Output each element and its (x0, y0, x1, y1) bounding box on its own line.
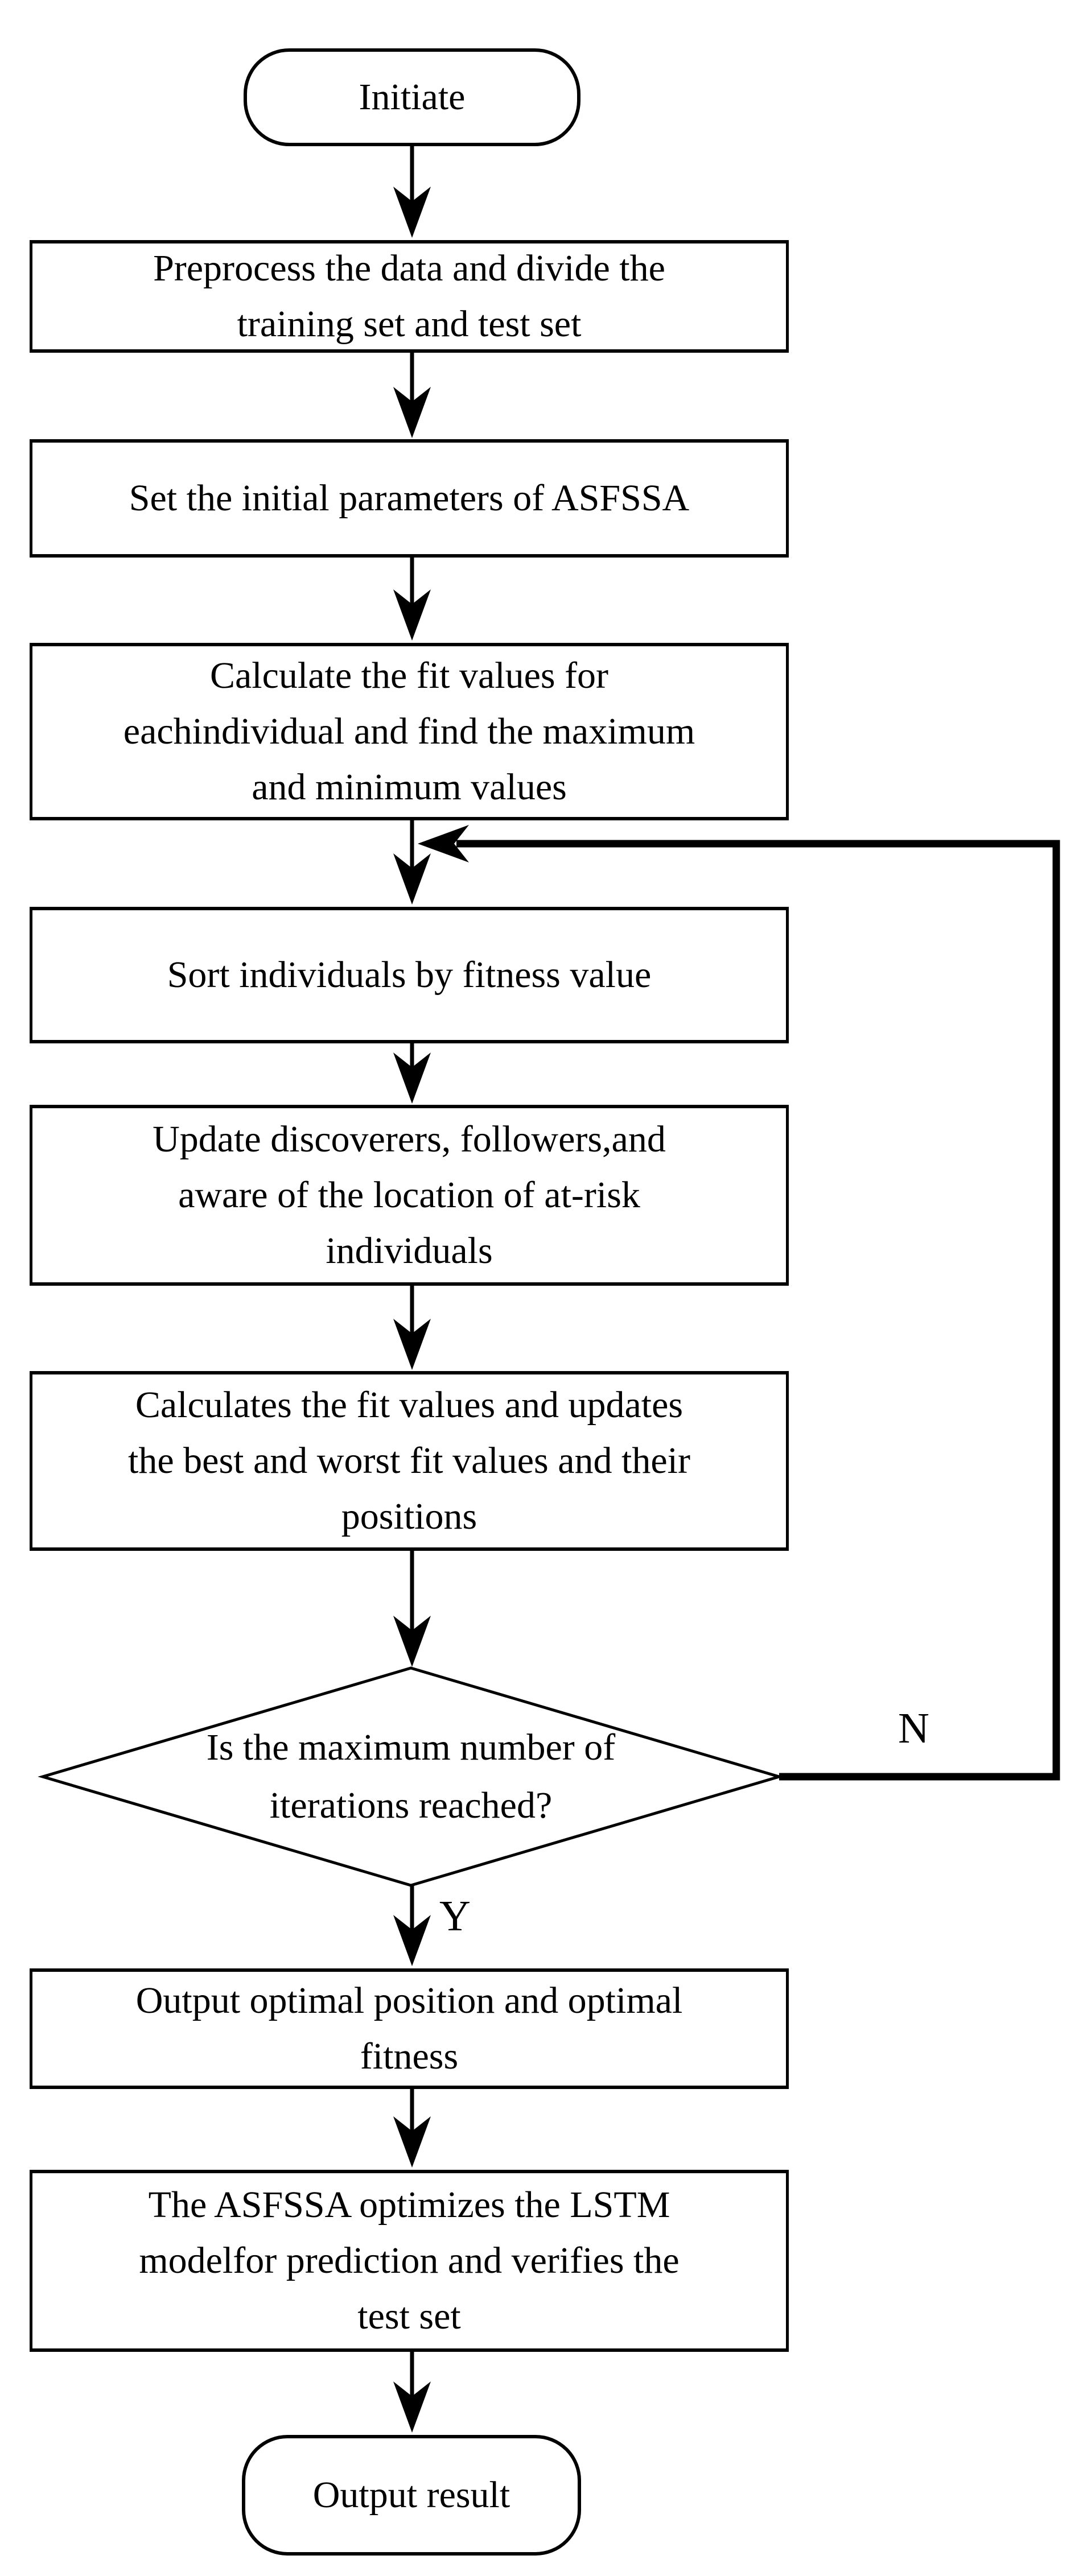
node-output-result-label: Output result (312, 2474, 510, 2516)
node-update-roles: Update discoverers, followers,and aware … (30, 1105, 789, 1286)
arrow-down-icon (393, 187, 431, 238)
loop-connector-no-branch (456, 840, 1060, 1781)
node-optimize-lstm-label: The ASFSSA optimizes the LSTM modelfor p… (139, 2184, 680, 2337)
arrow-down-icon (393, 1052, 431, 1104)
node-initiate: Initiate (244, 48, 580, 146)
node-output-optimal-label: Output optimal position and optimal fitn… (135, 1980, 683, 2077)
node-output-optimal: Output optimal position and optimal fitn… (30, 1968, 789, 2089)
node-set-parameters: Set the initial parameters of ASFSSA (30, 439, 789, 558)
arrow-down-icon (393, 589, 431, 641)
node-optimize-lstm: The ASFSSA optimizes the LSTM modelfor p… (30, 2170, 789, 2352)
node-preprocess-label: Preprocess the data and divide the train… (153, 247, 665, 345)
node-calculate-update-label: Calculates the fit values and updates th… (128, 1384, 690, 1537)
node-calculate-update: Calculates the fit values and updates th… (30, 1371, 789, 1551)
node-sort-individuals-label: Sort individuals by fitness value (167, 954, 652, 996)
arrow-down-icon (393, 387, 431, 438)
arrow-down-icon (393, 853, 431, 905)
node-preprocess: Preprocess the data and divide the train… (30, 240, 789, 353)
arrow-down-icon (393, 1915, 431, 1966)
node-update-roles-label: Update discoverers, followers,and aware … (153, 1118, 666, 1272)
edge-label-no: N (898, 1704, 929, 1752)
arrow-down-icon (393, 1616, 431, 1667)
node-set-parameters-label: Set the initial parameters of ASFSSA (129, 477, 690, 519)
arrow-down-icon (393, 2116, 431, 2168)
node-initiate-label: Initiate (359, 76, 466, 118)
arrow-left-icon (418, 825, 469, 862)
node-output-result: Output result (242, 2435, 581, 2556)
node-decision-label: Is the maximum number of iterations reac… (206, 1726, 616, 1826)
edge-label-yes: Y (439, 1892, 471, 1940)
node-calculate-fit-label: Calculate the fit values for eachindivid… (123, 655, 695, 808)
node-calculate-fit: Calculate the fit values for eachindivid… (30, 643, 789, 820)
arrow-down-icon (393, 2381, 431, 2433)
arrow-down-icon (393, 1319, 431, 1370)
node-sort-individuals: Sort individuals by fitness value (30, 907, 789, 1043)
decision-diamond-shape (38, 1666, 784, 1887)
node-decision-max-iterations: Is the maximum number of iterations reac… (98, 1718, 724, 1835)
